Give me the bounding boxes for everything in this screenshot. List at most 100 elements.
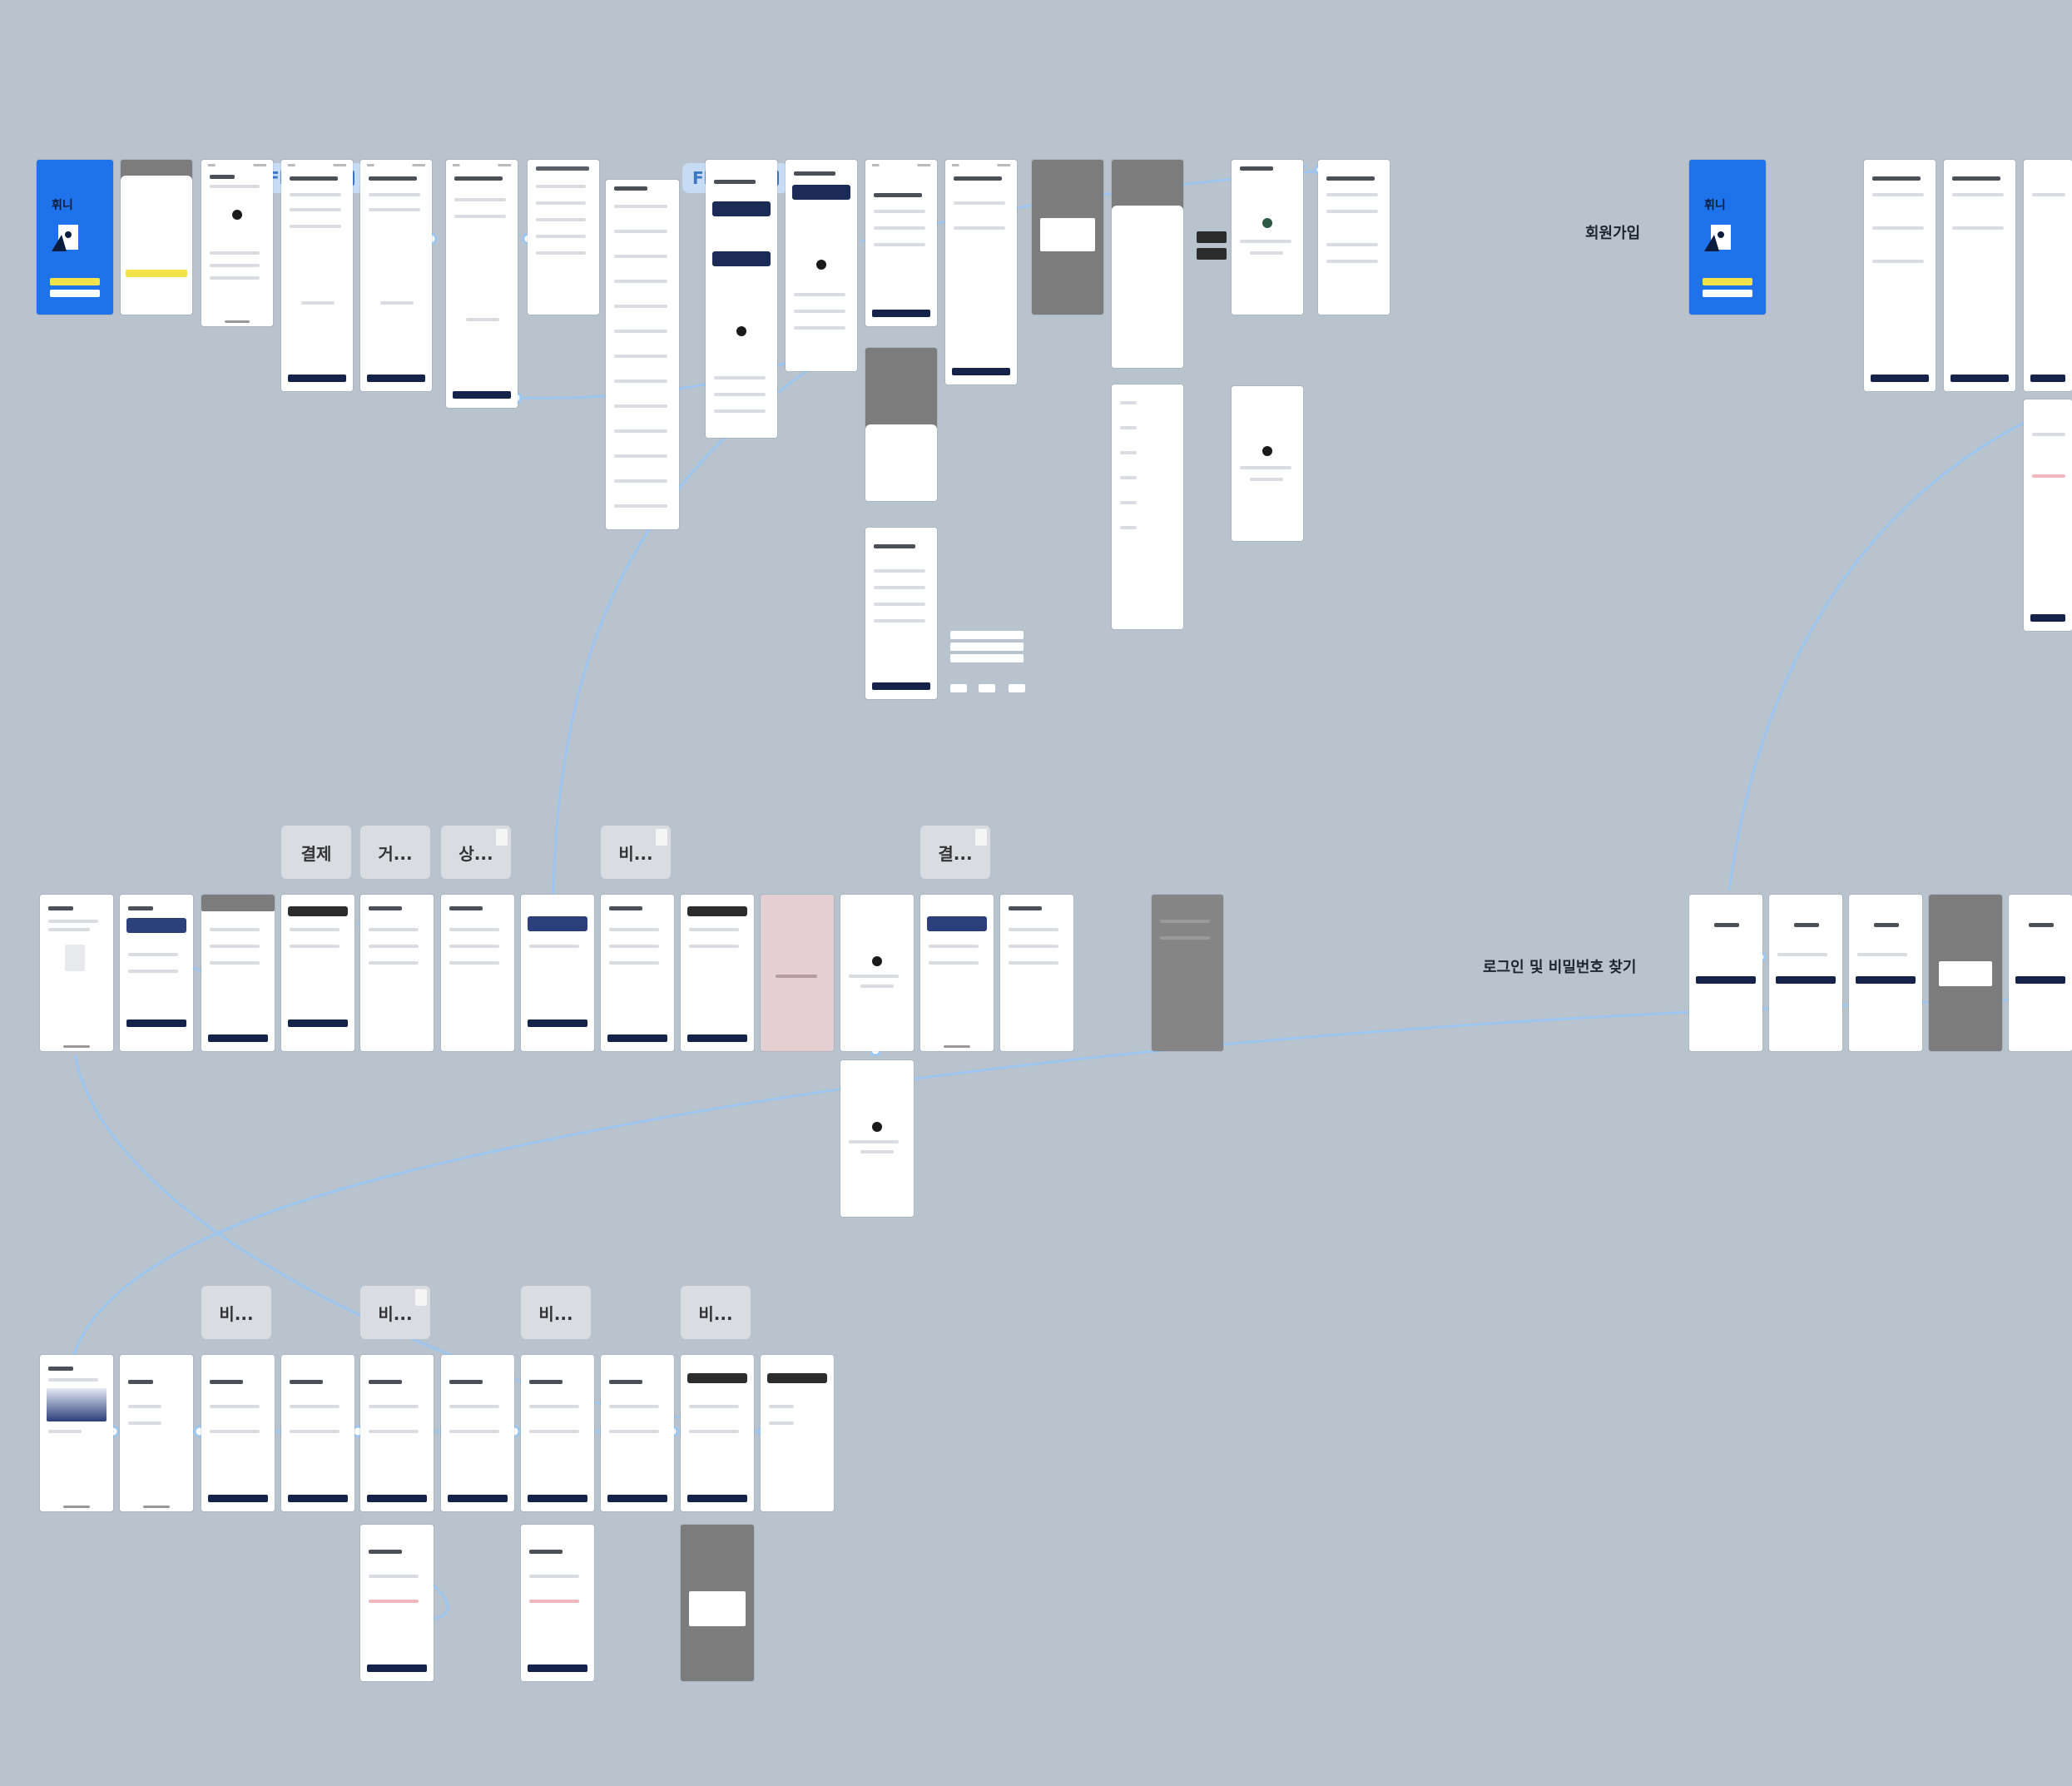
next-button[interactable] [528, 1020, 587, 1027]
agreement-frame[interactable] [945, 160, 1017, 384]
next-button[interactable] [367, 1495, 427, 1502]
row3-frame-10[interactable] [761, 1355, 834, 1511]
signup-form-frame-1[interactable] [1864, 160, 1936, 391]
alert-dialog[interactable] [1939, 961, 1992, 986]
form-screen-frame-1[interactable] [281, 160, 353, 391]
confirm-button[interactable] [126, 270, 187, 277]
signup-form-frame-2[interactable] [1944, 160, 2015, 391]
next-button[interactable] [687, 1034, 747, 1042]
kakao-login-button[interactable] [50, 278, 100, 285]
row2-frame-4[interactable] [281, 895, 354, 1051]
row2-frame-7[interactable] [521, 895, 594, 1051]
row3-frame-6[interactable] [441, 1355, 514, 1511]
next-button[interactable] [607, 1495, 667, 1502]
login-frame-3[interactable] [1849, 895, 1922, 1051]
flow-chip[interactable]: 상... [441, 826, 511, 879]
login-button[interactable] [1856, 976, 1916, 984]
info-screen-frame[interactable] [1318, 160, 1390, 315]
product-card[interactable] [792, 185, 850, 200]
other-login-button[interactable] [1703, 290, 1752, 297]
flow-chip[interactable]: 비... [601, 826, 671, 879]
login-alert-frame[interactable] [1929, 895, 2002, 1051]
next-button[interactable] [528, 1664, 587, 1672]
row2-frame-12[interactable] [920, 895, 994, 1051]
splash-screen-frame[interactable]: 휘니 [37, 160, 113, 315]
row3-frame-3[interactable] [201, 1355, 275, 1511]
order-summary-frame[interactable] [865, 528, 937, 699]
row2-error-frame[interactable] [761, 895, 834, 1051]
flow-chip[interactable]: 결제 [281, 826, 351, 879]
row4-frame-1[interactable] [360, 1525, 434, 1681]
next-button[interactable] [288, 375, 346, 382]
next-button[interactable] [288, 1495, 348, 1502]
home-screen-frame[interactable] [201, 160, 273, 326]
row2-frame-8[interactable] [601, 895, 674, 1051]
form-screen-frame-2[interactable] [360, 160, 432, 391]
flow-chip[interactable]: 비... [681, 1286, 751, 1339]
card-list-frame[interactable] [706, 160, 777, 438]
row3-home-frame[interactable] [40, 1355, 113, 1511]
flow-chip[interactable]: 거... [360, 826, 430, 879]
payment-form-frame[interactable] [865, 160, 937, 326]
kakao-login-button[interactable] [1703, 278, 1752, 285]
next-button[interactable] [528, 1495, 587, 1502]
signup-splash-frame[interactable]: 휘니 [1689, 160, 1766, 315]
permission-sheet-frame[interactable] [121, 160, 192, 315]
next-button[interactable] [288, 1020, 348, 1027]
row2-frame-13[interactable] [1000, 895, 1073, 1051]
row2-frame-2[interactable] [120, 895, 193, 1051]
next-button[interactable] [367, 1664, 427, 1672]
row2-success-frame[interactable] [840, 895, 914, 1051]
login-frame-2[interactable] [1769, 895, 1842, 1051]
next-button[interactable] [2030, 614, 2065, 622]
row4-alert-frame[interactable] [681, 1525, 754, 1681]
payment-modal-frame[interactable] [865, 348, 937, 501]
login-frame-1[interactable] [1689, 895, 1762, 1051]
row4-frame-2[interactable] [521, 1525, 594, 1681]
signup-form-frame-4[interactable] [2024, 399, 2072, 631]
product-card[interactable] [712, 251, 771, 266]
other-login-button[interactable] [50, 290, 100, 297]
next-button[interactable] [2030, 375, 2065, 382]
login-button[interactable] [1696, 976, 1756, 984]
next-button[interactable] [453, 391, 511, 399]
next-button[interactable] [208, 1034, 268, 1042]
row2-frame-9[interactable] [681, 895, 754, 1051]
row2-frame-1[interactable] [40, 895, 113, 1051]
row2-complete-frame[interactable] [840, 1060, 914, 1217]
alert-dialog[interactable] [1040, 218, 1095, 251]
next-button[interactable] [1871, 375, 1929, 382]
row2-dim-frame[interactable] [1152, 895, 1223, 1051]
picker-sheet-frame[interactable] [1112, 160, 1183, 368]
next-button[interactable] [687, 1495, 747, 1502]
login-button[interactable] [2015, 976, 2065, 984]
next-button[interactable] [367, 375, 425, 382]
flow-chip[interactable]: 비... [360, 1286, 430, 1339]
row2-frame-6[interactable] [441, 895, 514, 1051]
row3-frame-2[interactable] [120, 1355, 193, 1511]
scroll-list-frame[interactable] [1112, 384, 1183, 629]
alert-dialog[interactable] [689, 1591, 746, 1626]
row3-frame-5[interactable] [360, 1355, 434, 1511]
submit-button[interactable] [872, 682, 930, 690]
login-button[interactable] [1776, 976, 1836, 984]
signup-form-frame-3[interactable] [2024, 160, 2072, 391]
row2-frame-5[interactable] [360, 895, 434, 1051]
pay-button[interactable] [872, 310, 930, 317]
row3-frame-7[interactable] [521, 1355, 594, 1511]
category-list-frame[interactable] [528, 160, 599, 315]
next-button[interactable] [126, 1020, 186, 1027]
card-detail-frame[interactable] [786, 160, 857, 371]
flow-chip[interactable]: 비... [521, 1286, 591, 1339]
flow-chip[interactable]: 결... [920, 826, 990, 879]
flow-chip[interactable]: 비... [201, 1286, 271, 1339]
next-button[interactable] [208, 1495, 268, 1502]
row2-frame-3[interactable] [201, 895, 275, 1051]
complete-screen-frame[interactable] [1232, 160, 1303, 315]
form-screen-frame-3[interactable] [446, 160, 518, 408]
row3-frame-8[interactable] [601, 1355, 674, 1511]
agree-button[interactable] [952, 368, 1010, 375]
next-button[interactable] [1951, 375, 2009, 382]
success-screen-frame[interactable] [1232, 386, 1303, 541]
